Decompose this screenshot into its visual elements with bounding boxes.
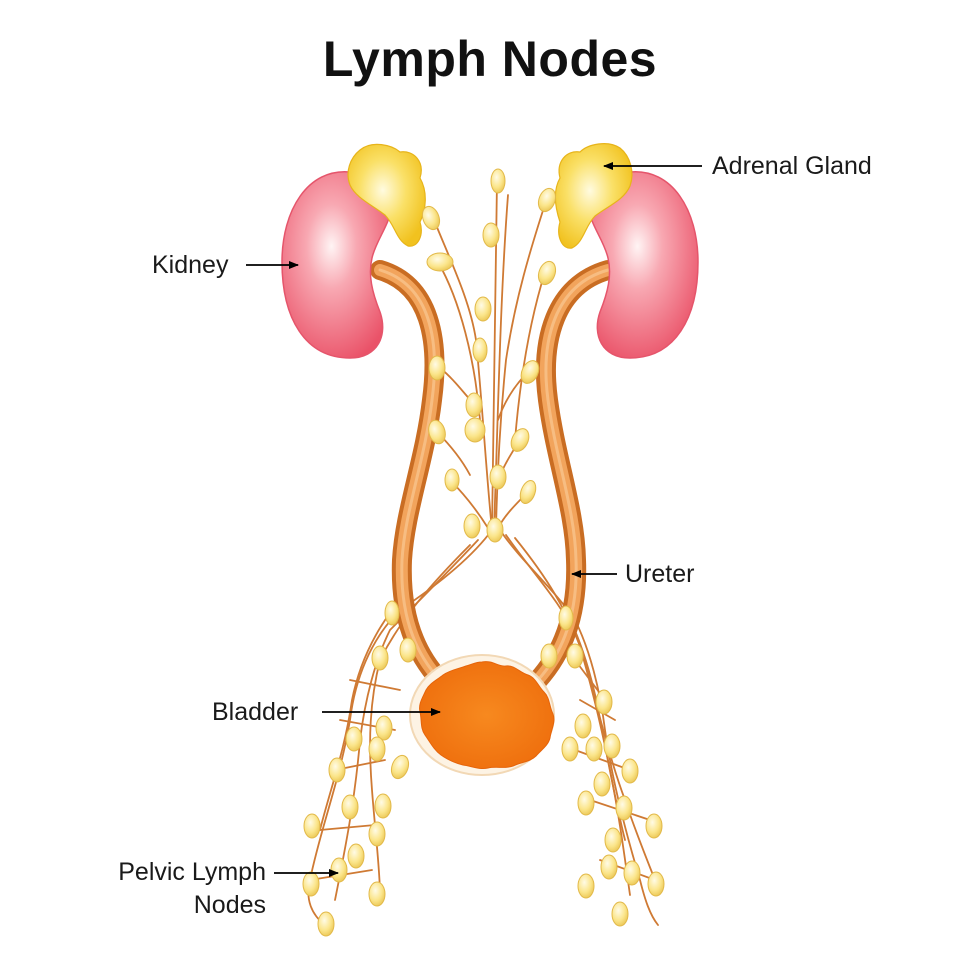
lymph-node [303,813,321,839]
lymph-node [374,793,392,819]
lymph-node [341,794,359,820]
lymph-node [463,513,481,539]
lymph-node [390,754,410,780]
lymph-node [615,795,633,821]
left-adrenal-gland [347,143,426,247]
lymph-node [577,873,595,899]
lymph-node [540,643,558,669]
pelvic-label-line1: Pelvic Lymph [118,858,266,886]
kidneys [281,171,699,359]
page-title: Lymph Nodes [322,31,658,87]
lymph-node [621,758,639,784]
lymph-node [444,468,460,492]
lymph-node [482,222,500,248]
lymph-node [375,715,393,741]
lymph-node [489,464,507,490]
lymph-node [593,771,611,797]
lymph-node [561,736,579,762]
lymph-node [384,600,400,626]
lymph-node [510,428,530,452]
pelvic-label-line2: Nodes [193,891,266,919]
lymph-node [574,713,592,739]
lymph-node [421,205,441,231]
lymph-node [595,689,613,715]
label-arrows [246,162,702,877]
lymph-node [330,857,348,883]
lymph-node [566,643,584,669]
lymph-node [645,813,663,839]
lymph-node [474,296,492,322]
lymph-node [537,260,557,286]
lymph-node [600,854,618,880]
lymph-node [347,843,365,869]
lymph-node [399,637,417,663]
lymph-node [603,733,621,759]
lymph-node [585,736,603,762]
ureter-label: Ureter [625,560,695,588]
lymph-node [317,911,335,937]
adrenal-gland-label: Adrenal Gland [712,152,872,180]
lymph-nodes [302,168,665,937]
lymph-node [519,479,537,505]
bladder [409,654,555,776]
lymph-node [520,360,540,384]
lymph-node [577,790,595,816]
kidney-label: Kidney [152,251,229,279]
lymph-node [465,392,483,418]
lymph-node [371,645,389,671]
lymph-node [611,901,629,927]
lymph-node [537,187,557,213]
lymph-node [345,726,363,752]
lymph-node [558,605,574,631]
lymph-node [302,871,320,897]
lymph-node [486,517,504,543]
bladder-body [419,661,555,770]
lymph-node [604,827,622,853]
lymph-node [428,355,446,381]
lymph-node [426,252,454,272]
lymph-node [368,821,386,847]
lymph-node [368,881,386,907]
lymph-node [428,419,446,445]
lymph-node [623,860,641,886]
lymph-node [490,168,506,194]
pelvic-lymph-nodes-label: Pelvic Lymph Nodes [96,856,266,922]
lymph-node [464,417,486,443]
lymph-node [368,736,386,762]
lymph-node [647,871,665,897]
bladder-label: Bladder [212,698,299,726]
lymph-node [472,337,488,363]
lymph-node [328,757,346,783]
